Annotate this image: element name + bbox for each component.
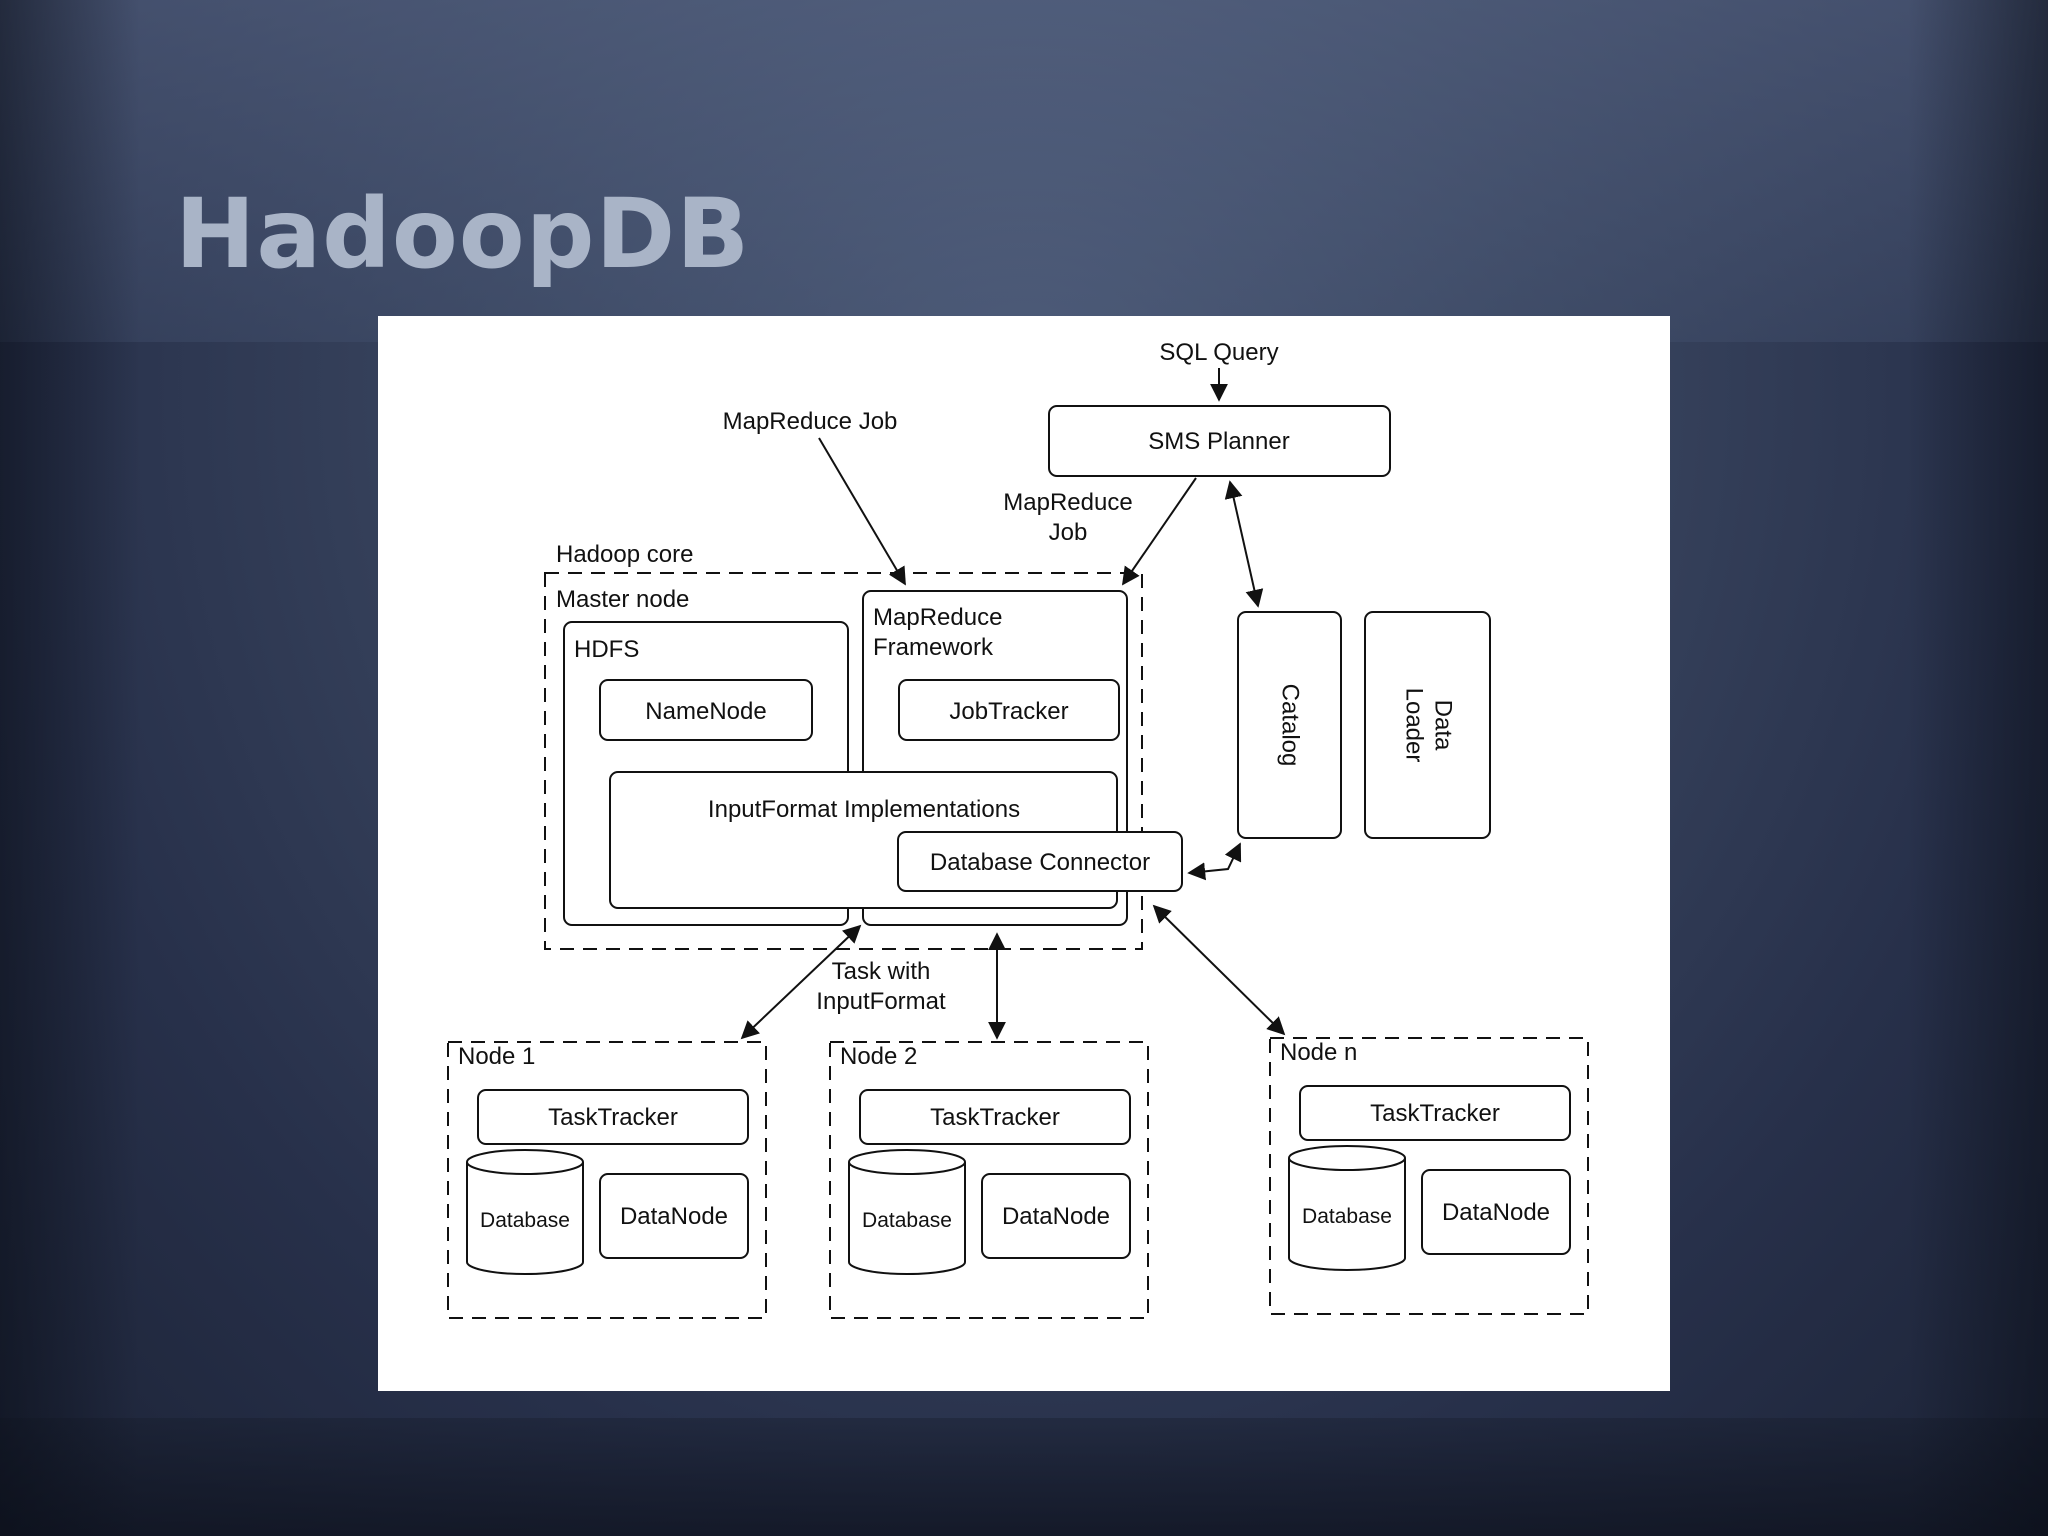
title-band [0, 0, 2048, 342]
inputformat-label: InputFormat Implementations [708, 796, 1020, 823]
mapreduce-job-right-label-2: Job [1049, 519, 1088, 546]
node-1-label: Node 1 [458, 1043, 535, 1070]
architecture-figure: SQL Query SMS Planner MapReduce Job MapR… [378, 316, 1670, 1391]
node-1-database-cylinder-top [466, 1149, 584, 1175]
data-loader-label-1: Data [1430, 700, 1457, 751]
node-2: Node 2 TaskTracker Database DataNode [829, 1041, 1149, 1319]
node-n: Node n TaskTracker Database DataNode [1269, 1037, 1589, 1315]
node-2-label: Node 2 [840, 1043, 917, 1070]
bottom-band [0, 1418, 2048, 1536]
master-node-label: Master node [556, 586, 689, 613]
node-1-tasktracker-box [477, 1089, 749, 1145]
hdfs-label: HDFS [574, 636, 639, 663]
slide-title: HadoopDB [175, 178, 751, 290]
node-1: Node 1 TaskTracker Database DataNode [447, 1041, 767, 1319]
node-2-tasktracker-box [859, 1089, 1131, 1145]
namenode-label: NameNode [645, 698, 766, 725]
node-2-database-cylinder-top [848, 1149, 966, 1175]
node-n-datanode-label: DataNode [1442, 1199, 1550, 1226]
node-1-database-cylinder [466, 1162, 584, 1275]
sms-planner-box [1048, 405, 1391, 477]
mapreduce-job-right-label-1: MapReduce [1003, 489, 1132, 516]
node-1-datanode-label: DataNode [620, 1203, 728, 1230]
node-n-database-label: Database [1302, 1205, 1392, 1228]
node-2-datanode-box [981, 1173, 1131, 1259]
catalog-label: Catalog [1277, 684, 1304, 767]
node-n-tasktracker-label: TaskTracker [1370, 1100, 1500, 1127]
node-1-tasktracker-label: TaskTracker [548, 1104, 678, 1131]
task-with-label-1: Task with [832, 958, 931, 985]
right-vignette [1908, 0, 2048, 1536]
node-2-database-label: Database [862, 1209, 952, 1232]
node-n-database-cylinder-top [1288, 1145, 1406, 1171]
hadoop-core-label: Hadoop core [556, 541, 693, 568]
node-2-database-cylinder [848, 1162, 966, 1275]
sql-query-label: SQL Query [1159, 339, 1278, 366]
node-2-datanode-label: DataNode [1002, 1203, 1110, 1230]
node-1-datanode-box [599, 1173, 749, 1259]
master-noden-arrow [1152, 904, 1286, 1036]
namenode-box [599, 679, 813, 741]
node-n-database-cylinder [1288, 1158, 1406, 1271]
planner-catalog-arrow [1224, 480, 1264, 608]
architecture-diagram: SQL Query SMS Planner MapReduce Job MapR… [447, 339, 1589, 1319]
connector-catalog-arrow [1187, 842, 1242, 881]
node-1-database-label: Database [480, 1209, 570, 1232]
master-node1-arrow [740, 924, 862, 1040]
planner-to-framework-arrow [1121, 477, 1197, 586]
left-vignette [0, 0, 140, 1536]
mapreduce-framework-label-1: MapReduce [873, 604, 1002, 631]
jobtracker-box [898, 679, 1120, 741]
mapreduce-job-left-arrow [818, 437, 906, 586]
mapreduce-job-left-label: MapReduce Job [723, 408, 898, 435]
database-connector-label: Database Connector [930, 849, 1150, 876]
node-2-tasktracker-label: TaskTracker [930, 1104, 1060, 1131]
jobtracker-label: JobTracker [949, 698, 1068, 725]
sms-planner-label: SMS Planner [1148, 428, 1289, 455]
catalog-box [1237, 611, 1342, 839]
node-n-label: Node n [1280, 1039, 1357, 1066]
node-n-datanode-box [1421, 1169, 1571, 1255]
database-connector-box [897, 831, 1183, 892]
task-with-label-2: InputFormat [816, 988, 946, 1015]
data-loader-label-2: Loader [1401, 688, 1428, 763]
mapreduce-framework-label-2: Framework [873, 634, 994, 661]
node-n-tasktracker-box [1299, 1085, 1571, 1141]
data-loader-box [1364, 611, 1491, 839]
